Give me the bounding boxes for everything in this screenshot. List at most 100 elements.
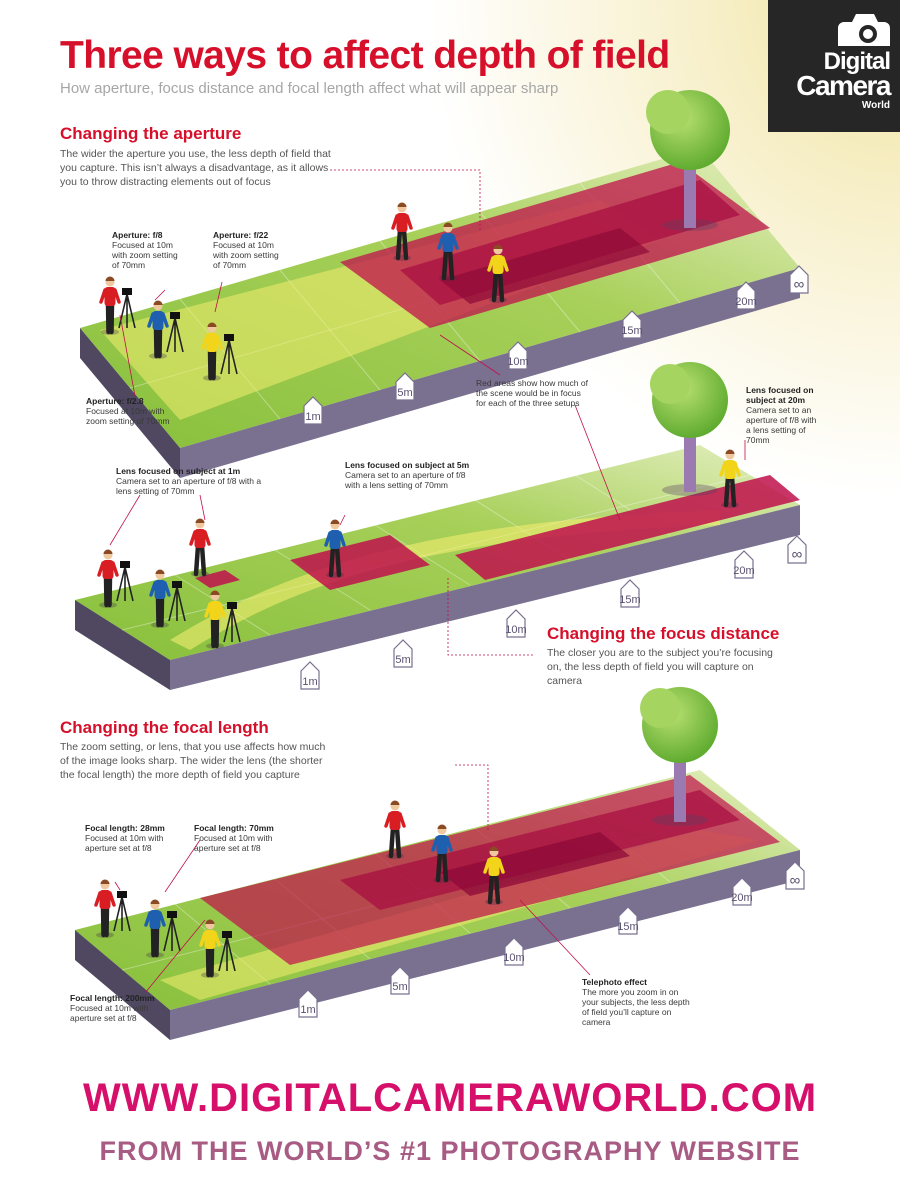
distance-marker-2-5: ∞	[785, 861, 805, 890]
subject	[431, 824, 453, 883]
tripod	[168, 581, 186, 622]
distance-marker-label: 15m	[617, 921, 638, 933]
distance-marker-0-2: 10m	[507, 341, 529, 370]
label-focal-200mm: Focal length: 200mm Focused at 10m with …	[70, 993, 158, 1023]
distance-marker-label: 10m	[507, 356, 528, 368]
footer-url: WWW.DIGITALCAMERAWORLD.COM	[82, 1076, 818, 1120]
photographer	[99, 276, 121, 335]
label-text: Red areas show how much of the scene wou…	[476, 378, 588, 408]
label-text: Focused at 10m with zoom setting of 70mm	[213, 240, 279, 270]
label-focus-1m: Lens focused on subject at 1m Camera set…	[116, 466, 266, 496]
label-text: Focused at 10m with aperture set at f/8	[194, 833, 273, 853]
tripod	[113, 891, 131, 932]
label-red-areas: Red areas show how much of the scene wou…	[476, 378, 591, 408]
label-aperture-f22: Aperture: f/22 Focused at 10m with zoom …	[213, 230, 288, 270]
digital-camera-world-logo: Digital Camera World	[768, 0, 900, 132]
tripod	[116, 561, 134, 602]
aperture-platform	[80, 148, 800, 478]
label-title: Lens focused on subject at 20m	[746, 385, 814, 405]
subject	[437, 222, 459, 281]
focus-zone-1m	[195, 570, 240, 588]
label-title: Aperture: f/2.8	[86, 396, 144, 406]
tripod	[166, 312, 184, 353]
distance-marker-label: ∞	[794, 276, 805, 293]
distance-marker-0-3: 15m	[621, 310, 643, 339]
distance-marker-0-5: ∞	[789, 265, 809, 294]
focus-tree	[650, 362, 728, 496]
label-text: Focused at 10m with zoom setting of 70mm	[86, 406, 170, 426]
photographer	[204, 590, 226, 649]
tripod	[118, 288, 136, 329]
distance-marker-0-1: 5m	[395, 372, 415, 401]
label-aperture-f28: Aperture: f/2.8 Focused at 10m with zoom…	[86, 396, 178, 426]
label-text: Camera set to an aperture of f/8 with a …	[345, 470, 466, 490]
tripod	[220, 334, 238, 375]
photographer	[201, 322, 223, 381]
distance-marker-label: 1m	[300, 1004, 315, 1016]
label-text: Focused at 10m with aperture set at f/8	[70, 1003, 149, 1023]
label-title: Aperture: f/22	[213, 230, 269, 240]
focal-zone-200mm	[440, 832, 630, 896]
focal-tree	[640, 687, 718, 826]
aperture-body: The wider the aperture you use, the less…	[60, 148, 331, 188]
label-aperture-f8: Aperture: f/8 Focused at 10m with zoom s…	[112, 230, 187, 270]
label-title: Focal length: 70mm	[194, 823, 274, 833]
subject	[719, 449, 741, 508]
label-title: Focal length: 200mm	[70, 993, 155, 1003]
label-title: Lens focused on subject at 5m	[345, 460, 470, 470]
footer-tagline: FROM THE WORLD’S #1 PHOTOGRAPHY WEBSITE	[99, 1136, 801, 1166]
logo-line-3: World	[861, 100, 890, 111]
distance-marker-label: ∞	[790, 872, 801, 889]
label-focus-20m: Lens focused on subject at 20m Camera se…	[746, 385, 818, 445]
distance-marker-label: ∞	[792, 546, 803, 563]
distance-marker-0-0: 1m	[303, 396, 323, 425]
distance-marker-1-3: 15m	[619, 579, 641, 608]
leader-lines	[109, 169, 746, 994]
photographer	[149, 569, 171, 628]
label-title: Focal length: 28mm	[85, 823, 165, 833]
label-focal-70mm: Focal length: 70mm Focused at 10m with a…	[194, 823, 274, 853]
photographer	[199, 919, 221, 978]
subject	[324, 519, 346, 578]
label-text: Focused at 10m with zoom setting of 70mm	[112, 240, 178, 270]
aperture-tree	[646, 90, 730, 231]
distance-marker-2-4: 20m	[731, 877, 753, 906]
distance-marker-2-1: 5m	[390, 966, 410, 995]
aperture-focus-zone-f28	[440, 228, 650, 304]
distance-marker-label: 5m	[397, 387, 412, 399]
distance-marker-1-2: 10m	[505, 609, 527, 638]
label-focal-28mm: Focal length: 28mm Focused at 10m with a…	[85, 823, 165, 853]
subject	[189, 518, 211, 577]
focus-zone-20m	[455, 475, 800, 580]
label-text: The more you zoom in on your subjects, t…	[582, 987, 690, 1027]
photographer	[144, 899, 166, 958]
photographer	[97, 549, 119, 608]
photographer	[147, 300, 169, 359]
distance-marker-label: 5m	[395, 654, 410, 666]
focus-zone-5m	[290, 535, 430, 590]
subject	[391, 202, 413, 261]
distance-marker-label: 10m	[503, 952, 524, 964]
camera-icon	[838, 14, 890, 46]
distance-markers: 1m 5m 10m 15m 20m ∞ 1m 5m 10m 15m 20m ∞ 1m 5m 10m 15m 20…	[298, 265, 809, 1018]
distance-marker-label: 5m	[392, 981, 407, 993]
tripod	[223, 602, 241, 643]
distance-marker-label: 15m	[621, 325, 642, 337]
subject	[483, 846, 505, 905]
label-text: Focused at 10m with aperture set at f/8	[85, 833, 164, 853]
focus-heading: Changing the focus distance	[547, 624, 780, 643]
label-telephoto: Telephoto effect The more you zoom in on…	[582, 977, 697, 1027]
people-figures	[94, 202, 741, 978]
focal-body: The zoom setting, or lens, that you use …	[60, 741, 326, 781]
distance-marker-0-4: 20m	[735, 281, 757, 310]
photographer	[94, 879, 116, 938]
distance-marker-2-3: 15m	[617, 906, 639, 935]
distance-marker-1-5: ∞	[787, 535, 807, 564]
label-text: Camera set to an aperture of f/8 with a …	[746, 405, 817, 445]
distance-marker-label: 1m	[302, 676, 317, 688]
distance-marker-label: 10m	[505, 624, 526, 636]
label-focus-5m: Lens focused on subject at 5m Camera set…	[345, 460, 480, 490]
logo-line-2: Camera	[796, 70, 891, 101]
distance-marker-1-4: 20m	[733, 550, 755, 579]
